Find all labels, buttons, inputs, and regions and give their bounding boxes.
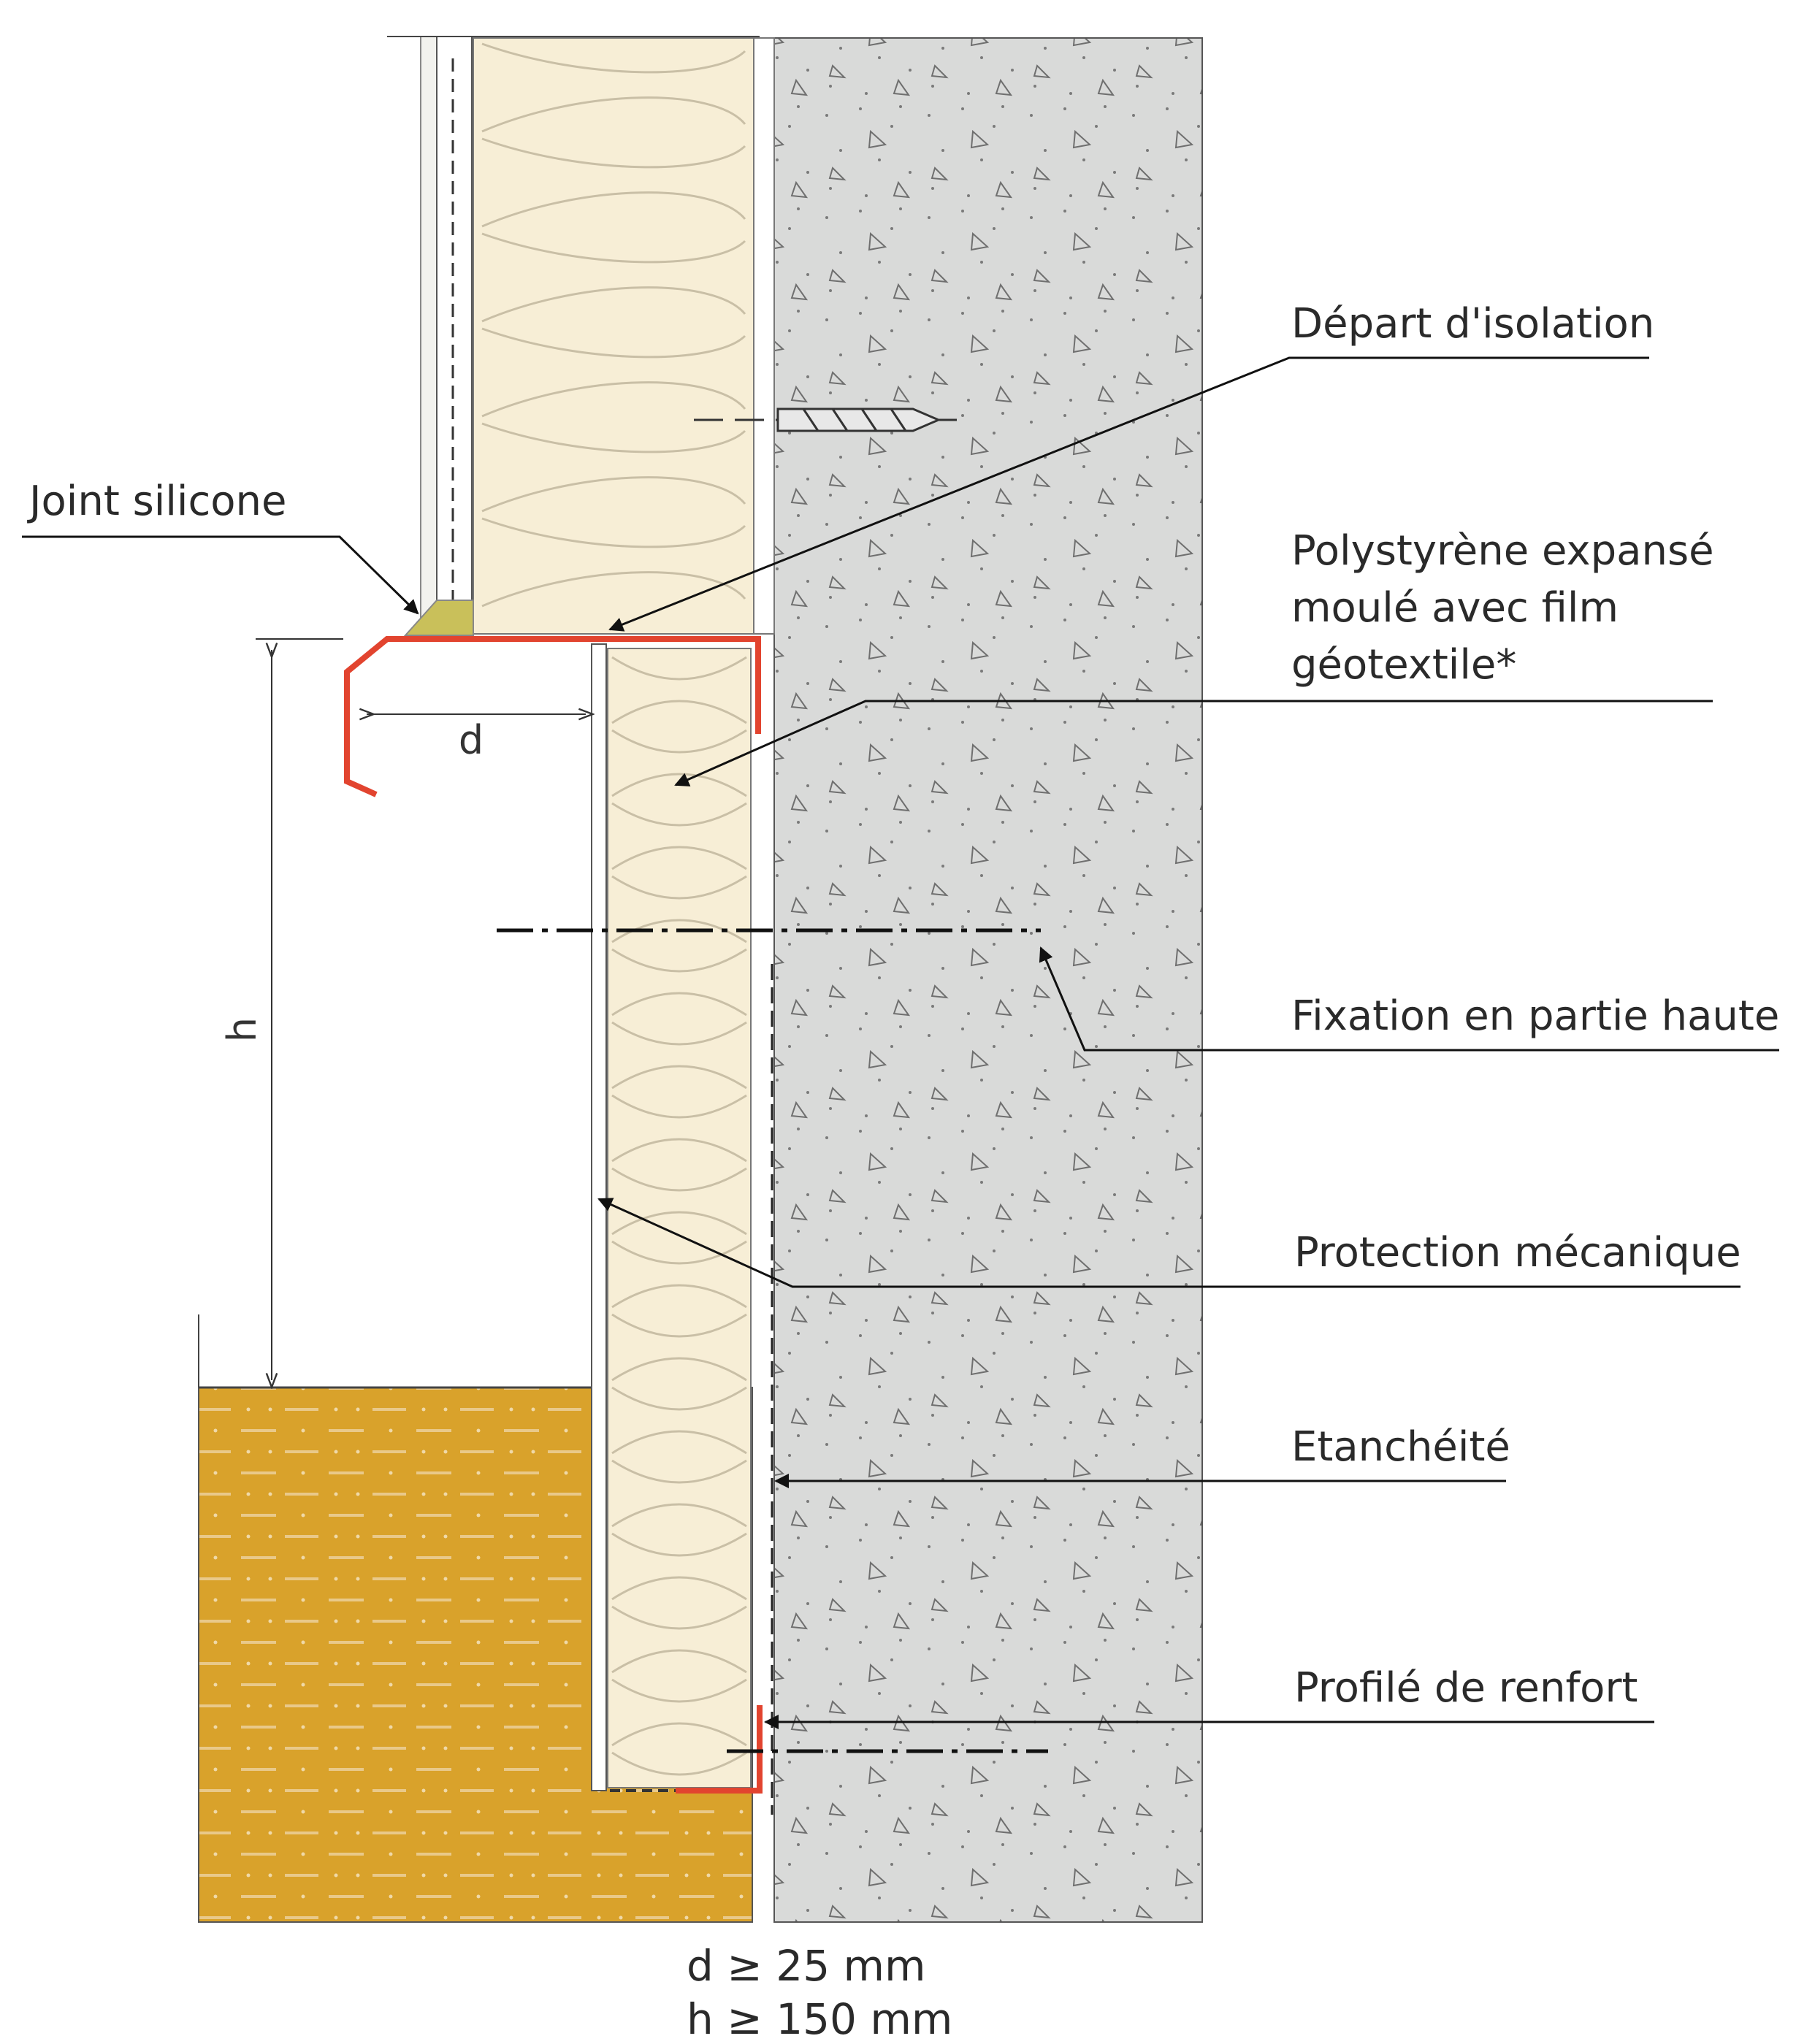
note-h-rule: h ≥ 150 mm — [687, 1994, 952, 2044]
upper-mesh — [436, 36, 473, 630]
upper-insulation — [473, 37, 754, 635]
label-polystyrene-3: géotextile* — [1291, 641, 1516, 689]
dimension-d-label: d — [459, 717, 484, 763]
note-d-rule: d ≥ 25 mm — [687, 1941, 926, 1991]
leader-joint-silicone — [22, 535, 419, 615]
concrete-wall — [773, 37, 1203, 1923]
lower-insulation — [607, 648, 752, 1788]
wall-anchor — [694, 407, 957, 432]
silicone-joint — [403, 600, 474, 636]
label-polystyrene-1: Polystyrène expansé — [1291, 527, 1714, 575]
leader-protection — [597, 1198, 1741, 1288]
reinforcement-profile — [676, 1705, 763, 1794]
label-etancheite: Etanchéité — [1291, 1423, 1510, 1471]
label-joint-silicone: Joint silicone — [27, 478, 286, 525]
label-polystyrene-2: moulé avec film — [1291, 584, 1619, 632]
leader-polystyrene — [674, 700, 1713, 786]
label-profile-renfort: Profilé de renfort — [1294, 1664, 1638, 1712]
label-fixation: Fixation en partie haute — [1291, 992, 1779, 1040]
label-depart-isolation: Départ d'isolation — [1291, 300, 1654, 348]
leader-lines — [22, 356, 1779, 1729]
lower-insulation-pattern — [611, 656, 747, 1776]
starter-flashing — [344, 636, 761, 797]
dimension-h-label: h — [219, 1017, 265, 1042]
leader-depart-isolation — [608, 356, 1649, 632]
mechanical-protection — [591, 643, 607, 1791]
label-protection: Protection mécanique — [1294, 1229, 1741, 1276]
upper-insulation-pattern — [481, 42, 746, 608]
upper-adhesive-gap — [753, 37, 775, 635]
leader-fixation — [1039, 946, 1779, 1052]
upper-render — [420, 36, 437, 630]
